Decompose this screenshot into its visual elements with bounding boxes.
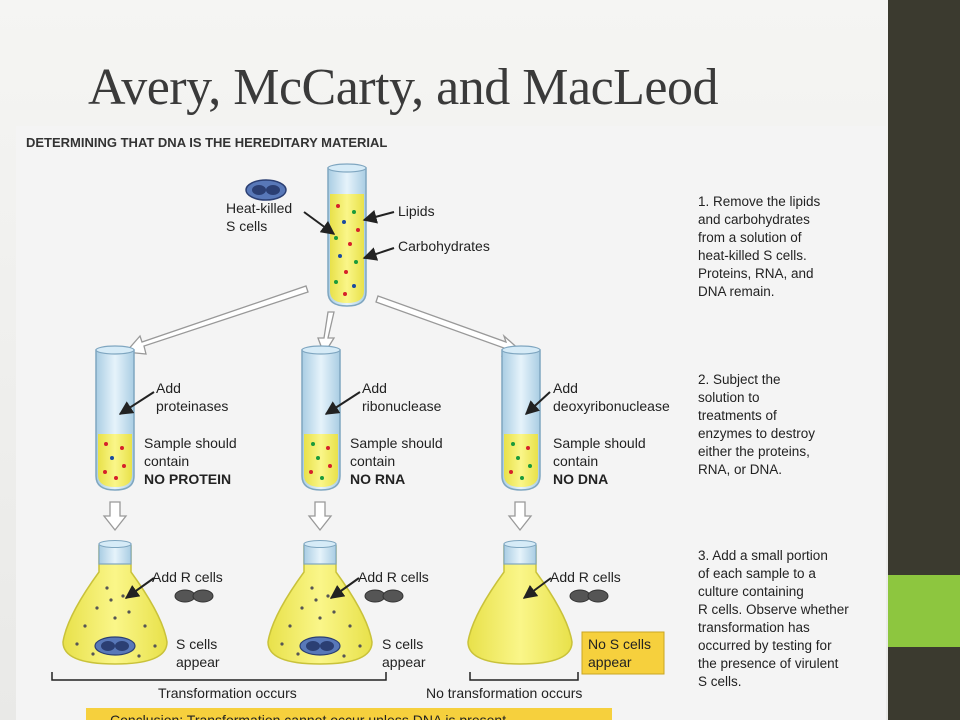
r-cells-icon-2 bbox=[364, 589, 404, 603]
tube3-enzyme-label: deoxyribonuclease bbox=[553, 398, 670, 414]
step-2-line-5: either the proteins, bbox=[698, 444, 810, 459]
dna-experiment-figure: DETERMINING THAT DNA IS THE HEREDITARY M… bbox=[16, 126, 886, 720]
no-transformation-bracket bbox=[469, 672, 579, 681]
tube2-add-label: Add bbox=[362, 380, 387, 396]
step-3-line-7: the presence of virulent bbox=[698, 656, 839, 671]
step-1-line-6: DNA remain. bbox=[698, 284, 775, 299]
tube1-enzyme-label: proteinases bbox=[156, 398, 228, 414]
step-1-line-3: from a solution of bbox=[698, 230, 802, 245]
s-cells-icon bbox=[245, 179, 287, 201]
middle-tube-1 bbox=[95, 345, 135, 491]
flask2-result-line2: appear bbox=[382, 654, 426, 670]
step-3-line-4: R cells. Observe whether bbox=[698, 602, 849, 617]
figure-header: DETERMINING THAT DNA IS THE HEREDITARY M… bbox=[26, 135, 387, 150]
flask3-result-line1: No S cells bbox=[588, 636, 651, 652]
conclusion-bar bbox=[86, 708, 612, 720]
heat-killed-label: Heat-killed bbox=[226, 200, 292, 216]
flask-3 bbox=[467, 540, 573, 665]
step-1-line-1: 1. Remove the lipids bbox=[698, 194, 821, 209]
tube1-contain-label: contain bbox=[144, 453, 189, 469]
step-3-line-6: occurred by testing for bbox=[698, 638, 832, 653]
tube1-add-label: Add bbox=[156, 380, 181, 396]
middle-tube-3 bbox=[501, 345, 541, 491]
step-3-line-8: S cells. bbox=[698, 674, 742, 689]
tube3-contain-label: contain bbox=[553, 453, 598, 469]
top-test-tube bbox=[327, 163, 367, 307]
side-accent-block bbox=[888, 575, 960, 647]
flask1-result-line1: S cells bbox=[176, 636, 217, 652]
tube1-result-label: NO PROTEIN bbox=[144, 471, 231, 487]
flask3-add-r-cells-label: Add R cells bbox=[550, 569, 621, 585]
no-s-cells-box bbox=[581, 631, 665, 675]
figure-canvas: DETERMINING THAT DNA IS THE HEREDITARY M… bbox=[26, 135, 849, 720]
carbohydrates-label: Carbohydrates bbox=[398, 238, 490, 254]
tube2-enzyme-label: ribonuclease bbox=[362, 398, 442, 414]
step-3-line-2: of each sample to a bbox=[698, 566, 816, 581]
step-2-line-2: solution to bbox=[698, 390, 760, 405]
step-1-line-2: and carbohydrates bbox=[698, 212, 810, 227]
step-descriptions: 1. Remove the lipids and carbohydrates fro… bbox=[698, 194, 849, 689]
tube2-contain-label: contain bbox=[350, 453, 395, 469]
step-3-line-1: 3. Add a small portion bbox=[698, 548, 828, 563]
flask1-result-line2: appear bbox=[176, 654, 220, 670]
flask3-result-line2: appear bbox=[588, 654, 632, 670]
step-2-line-3: treatments of bbox=[698, 408, 777, 423]
tube2-result-label: NO RNA bbox=[350, 471, 405, 487]
tube3-result-label: NO DNA bbox=[553, 471, 608, 487]
no-transformation-label: No transformation occurs bbox=[426, 685, 582, 701]
s-cells-label: S cells bbox=[226, 218, 267, 234]
step-2-line-4: enzymes to destroy bbox=[698, 426, 815, 441]
flask2-result-line1: S cells bbox=[382, 636, 423, 652]
transformation-occurs-label: Transformation occurs bbox=[158, 685, 297, 701]
top-tube-particles bbox=[334, 204, 360, 296]
flask-1 bbox=[62, 540, 168, 665]
flask-2 bbox=[267, 540, 373, 665]
step-1-line-4: heat-killed S cells. bbox=[698, 248, 807, 263]
step-2-line-1: 2. Subject the bbox=[698, 372, 781, 387]
tube3-sample-label: Sample should bbox=[553, 435, 646, 451]
r-cells-icon-1 bbox=[174, 589, 214, 603]
flask1-add-r-cells-label: Add R cells bbox=[152, 569, 223, 585]
step-2-line-6: RNA, or DNA. bbox=[698, 462, 782, 477]
transformation-bracket bbox=[51, 672, 387, 681]
tube3-add-label: Add bbox=[553, 380, 578, 396]
flask2-add-r-cells-label: Add R cells bbox=[358, 569, 429, 585]
slide-title: Avery, McCarty, and MacLeod bbox=[88, 59, 719, 116]
tube1-sample-label: Sample should bbox=[144, 435, 237, 451]
conclusion-text: Conclusion: Transformation cannot occur … bbox=[110, 712, 510, 720]
step-1-line-5: Proteins, RNA, and bbox=[698, 266, 814, 281]
lipids-label: Lipids bbox=[398, 203, 435, 219]
tube2-sample-label: Sample should bbox=[350, 435, 443, 451]
r-cells-icon-3 bbox=[569, 589, 609, 603]
step-3-line-5: transformation has bbox=[698, 620, 810, 635]
down-arrows bbox=[102, 501, 533, 532]
step-3-line-3: culture containing bbox=[698, 584, 804, 599]
middle-tube-2 bbox=[301, 345, 341, 491]
